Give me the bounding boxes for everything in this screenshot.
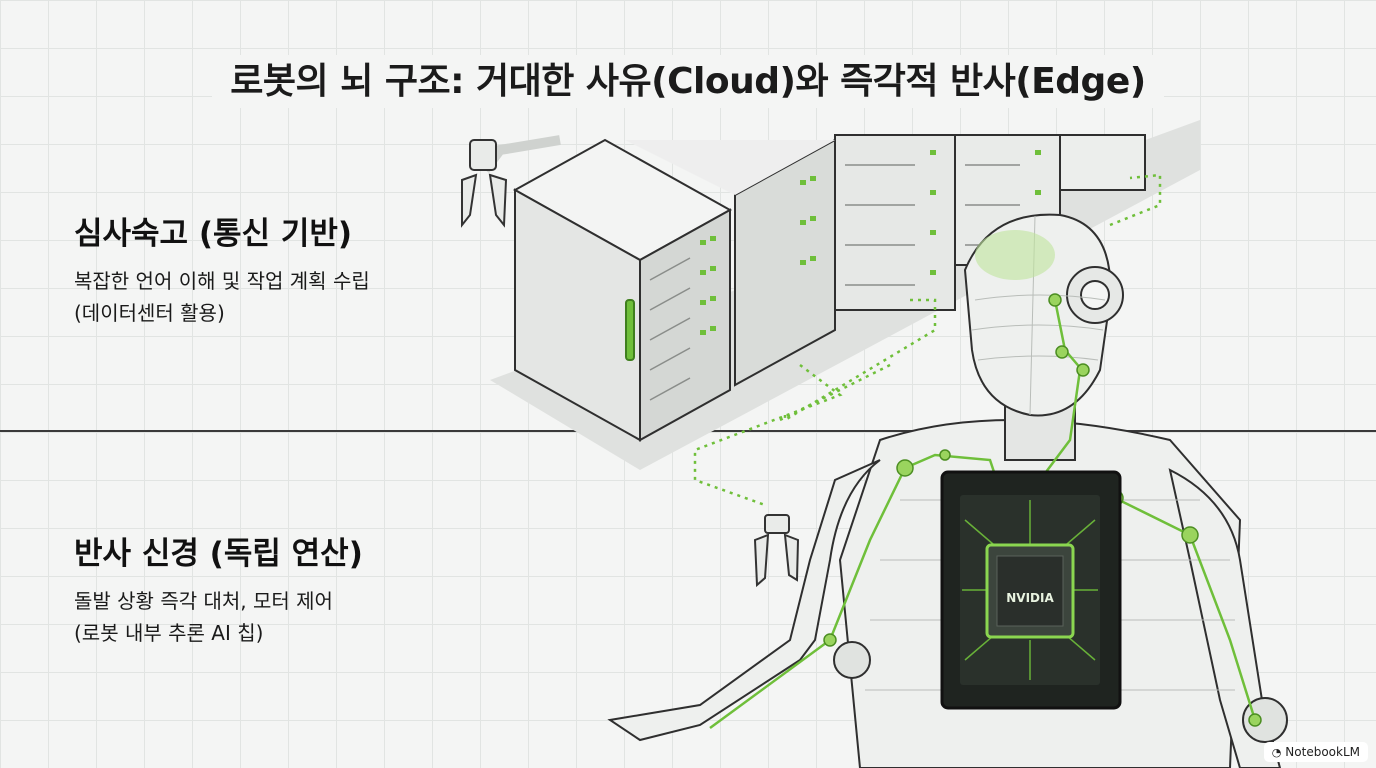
cloud-section-heading: 심사숙고 (통신 기반) <box>74 216 353 252</box>
cloud-section-line2: (데이터센터 활용) <box>74 301 225 325</box>
watermark-text: NotebookLM <box>1285 745 1360 759</box>
cloud-section: 심사숙고 (통신 기반) 복잡한 언어 이해 및 작업 계획 수립 (데이터센터… <box>74 208 370 329</box>
server-rack-icon <box>625 138 836 387</box>
server-slot-lines <box>649 164 1020 401</box>
circuit-nodes <box>823 293 1262 727</box>
server-lights <box>700 150 1041 335</box>
chip-label: NVIDIA <box>1006 591 1054 605</box>
edge-section: 반사 신경 (독립 연산) 돌발 상황 즉각 대처, 모터 제어 (로봇 내부 … <box>74 528 363 649</box>
watermark-badge: ◔ NotebookLM <box>1263 742 1368 762</box>
notebooklm-logo-icon: ◔ <box>1271 745 1282 759</box>
robot-gripper-icon <box>753 514 800 588</box>
page-title: 로봇의 뇌 구조: 거대한 사유(Cloud)와 즉각적 반사(Edge) <box>0 52 1376 108</box>
edge-section-line2: (로봇 내부 추론 AI 칩) <box>74 621 264 645</box>
robot-gripper-icon <box>461 135 561 228</box>
edge-section-line1: 돌발 상황 즉각 대처, 모터 제어 <box>74 589 333 613</box>
data-link-dotted <box>693 173 1162 507</box>
server-rack-icon <box>512 138 733 442</box>
page-title-text: 로봇의 뇌 구조: 거대한 사유(Cloud)와 즉각적 반사(Edge) <box>212 55 1164 108</box>
cloud-section-line1: 복잡한 언어 이해 및 작업 계획 수립 <box>74 269 370 293</box>
edge-section-heading: 반사 신경 (독립 연산) <box>74 536 363 572</box>
head-glow <box>975 230 1055 280</box>
ai-chip-icon <box>940 470 1122 710</box>
